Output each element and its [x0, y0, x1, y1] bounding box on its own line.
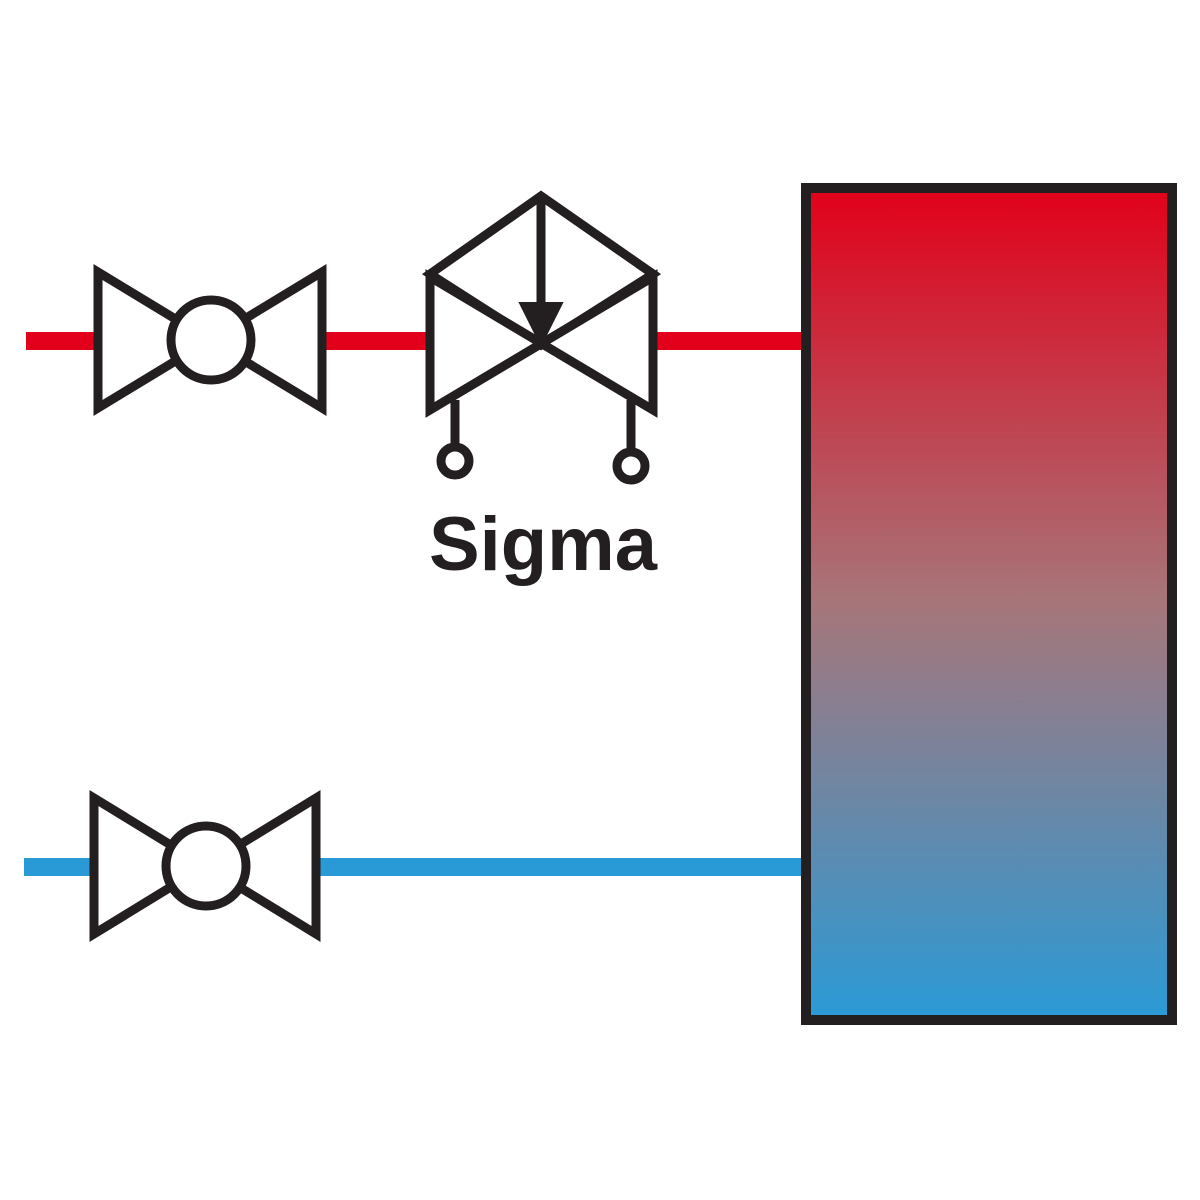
valve-wheel	[161, 821, 251, 911]
flow-arrow-icon	[518, 302, 564, 348]
left-port-terminal	[436, 442, 474, 480]
valve-label: Sigma	[429, 502, 658, 587]
storage-tank-icon	[801, 183, 1177, 1025]
three-way-valve-icon	[421, 190, 662, 485]
right-port-terminal	[612, 447, 650, 485]
shutoff-valve-icon	[89, 789, 321, 943]
shutoff-valve-icon	[93, 264, 327, 416]
valve-wheel	[166, 295, 256, 385]
tank-body	[801, 183, 1177, 1025]
